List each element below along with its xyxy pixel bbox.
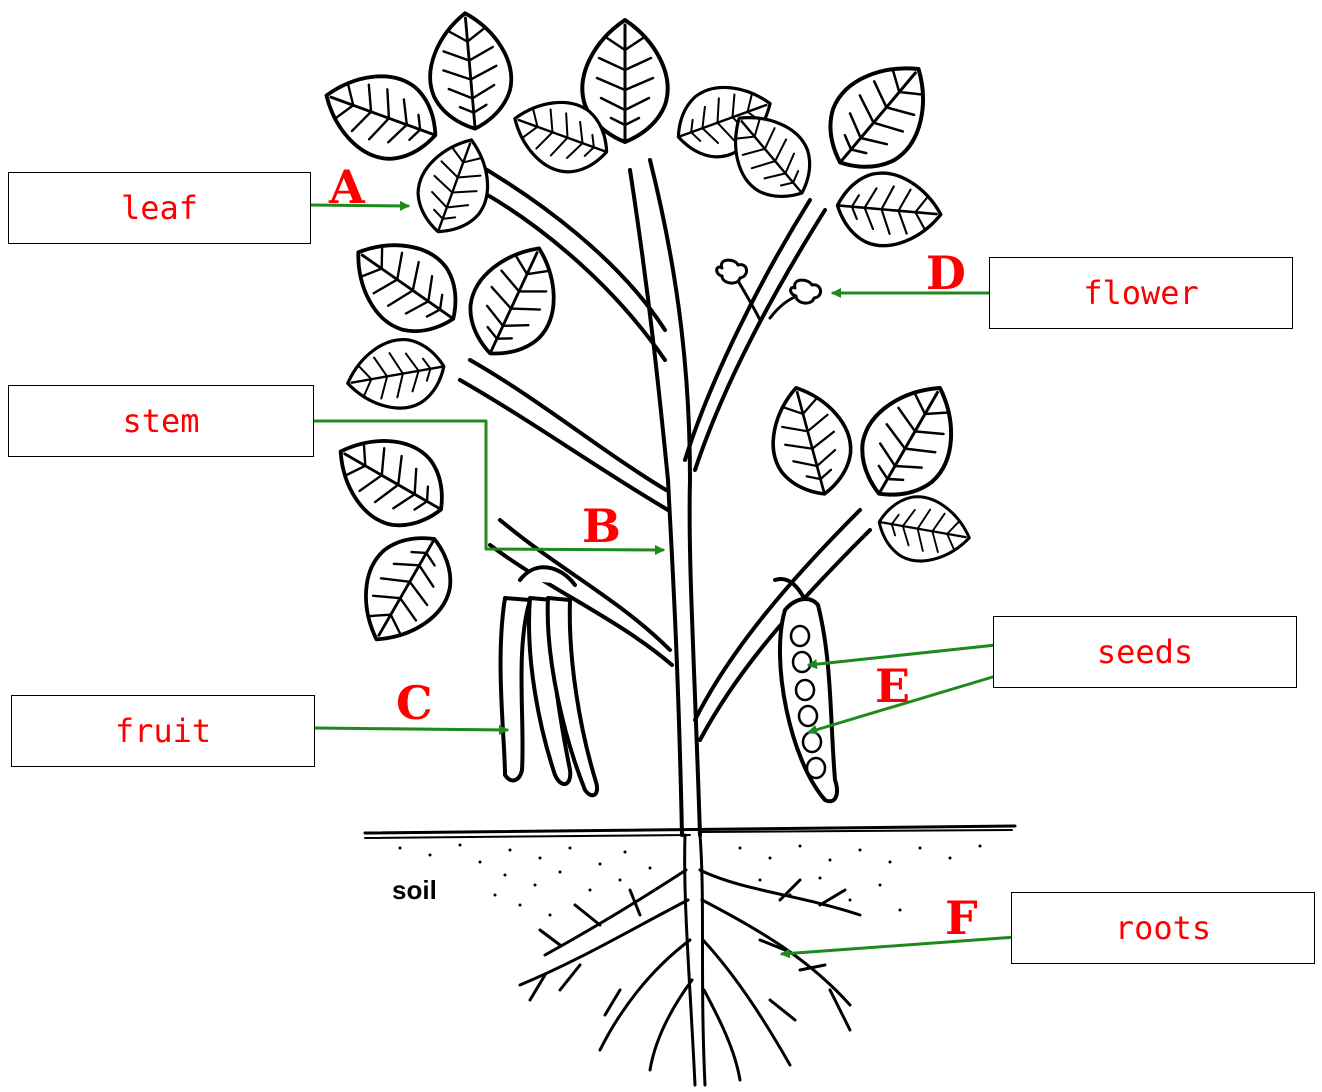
label-fruit: fruit	[11, 695, 315, 767]
roots-drawing	[520, 835, 860, 1085]
letter-d: D	[926, 250, 966, 296]
seed-pod-drawing	[775, 579, 837, 801]
soil-label: soil	[392, 875, 437, 906]
letter-a: A	[329, 164, 365, 210]
label-roots: roots	[1011, 892, 1315, 964]
letter-f: F	[945, 895, 978, 941]
soil-surface	[365, 826, 1015, 917]
label-flower: flower	[989, 257, 1293, 329]
arrow-roots	[782, 937, 1016, 954]
fruit-pods-drawing	[501, 567, 598, 795]
label-leaf: leaf	[8, 172, 311, 244]
label-seeds: seeds	[993, 616, 1297, 688]
label-stem: stem	[8, 385, 314, 457]
letter-b: B	[582, 503, 621, 549]
letter-c: C	[396, 680, 433, 726]
letter-e: E	[875, 663, 910, 709]
